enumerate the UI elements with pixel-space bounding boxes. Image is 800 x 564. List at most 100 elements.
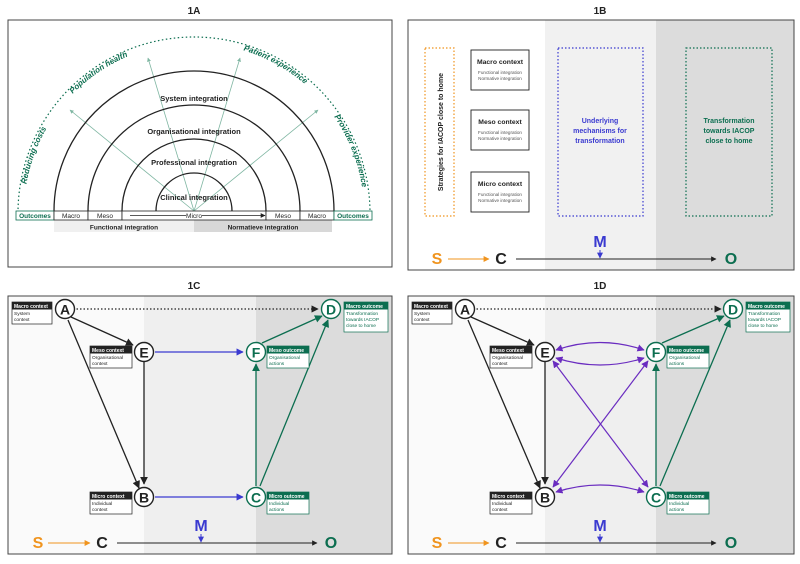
svg-text:C: C: [251, 490, 261, 506]
svg-text:Individual: Individual: [492, 501, 512, 507]
svg-text:Normative integration: Normative integration: [478, 76, 522, 81]
professional-integration-label: Professional integration: [151, 158, 237, 167]
outcomes-dotted-arc: [17, 36, 371, 214]
svg-text:context: context: [92, 361, 108, 367]
diagonal-arrows: [69, 57, 319, 212]
panel-1d-title: 1D: [594, 281, 607, 292]
base-cell-macro-right: Macro: [308, 213, 326, 220]
svg-text:O: O: [325, 535, 337, 552]
macro-outcome-tag-1c: Macro outcome Transformation towards IAC…: [343, 301, 389, 333]
svg-text:Normative integration: Normative integration: [478, 136, 522, 141]
svg-text:actions: actions: [669, 507, 685, 513]
svg-text:F: F: [652, 345, 661, 361]
svg-text:B: B: [540, 490, 550, 506]
svg-text:Organisational: Organisational: [92, 355, 123, 361]
svg-text:Macro context: Macro context: [414, 304, 448, 310]
panel-1a: 1A Functional integration Normatieve int…: [7, 6, 393, 268]
svg-text:Organisational: Organisational: [269, 355, 300, 361]
macro-context-tag-1c: Macro context System context: [11, 301, 53, 325]
node-b-1d: B: [534, 486, 556, 508]
clinical-integration-label: Clinical integration: [160, 193, 228, 202]
meso-context-box: Meso context Functional integration Norm…: [470, 109, 530, 151]
svg-text:F: F: [252, 345, 261, 361]
svg-text:actions: actions: [669, 361, 685, 367]
svg-text:context: context: [492, 361, 508, 367]
strategies-box: [424, 47, 455, 217]
svg-text:Macro context: Macro context: [14, 304, 48, 310]
svg-text:C: C: [96, 535, 108, 552]
svg-text:O: O: [725, 535, 737, 552]
svg-text:C: C: [495, 535, 507, 552]
panel-1b-frame: [407, 19, 795, 271]
svg-text:Meso context: Meso context: [92, 348, 124, 354]
node-f-1c: F: [245, 341, 267, 363]
meso-outcome-tag-1c: Meso outcome Organisational actions: [266, 345, 310, 369]
svg-text:towards IACOP: towards IACOP: [748, 317, 781, 323]
svg-text:close to home: close to home: [748, 323, 778, 329]
meso-context-tag-1d: Meso context Organisational context: [489, 345, 533, 369]
micro-outcome-tag-1c: Micro outcome Individual actions: [266, 491, 310, 515]
meso-context-tag-1c: Meso context Organisational context: [89, 345, 133, 369]
node-b-1c: B: [133, 486, 155, 508]
svg-text:Macro outcome: Macro outcome: [748, 304, 785, 310]
svg-text:Macro outcome: Macro outcome: [346, 304, 383, 310]
svg-text:close to home: close to home: [346, 323, 376, 329]
panel-1c-title: 1C: [188, 281, 201, 292]
node-a-1c: A: [54, 298, 76, 320]
bottom-band-right: [194, 220, 332, 232]
svg-text:S: S: [432, 251, 443, 268]
micro-context-tag-1d: Micro context Individual context: [489, 491, 533, 515]
micro-outcome-tag-1d: Micro outcome Individual actions: [666, 491, 710, 515]
node-f-1d: F: [645, 341, 667, 363]
svg-text:M: M: [194, 518, 207, 535]
svg-text:C: C: [495, 251, 507, 268]
svg-text:Underlying: Underlying: [582, 118, 619, 125]
panel-1c: 1C A E B F C D Macro context System cont…: [7, 281, 393, 555]
svg-text:Meso outcome: Meso outcome: [269, 348, 304, 354]
bottom-band-left: [54, 220, 194, 232]
svg-text:D: D: [326, 302, 336, 318]
base-cell-outcomes-left: Outcomes: [19, 213, 51, 220]
svg-text:System: System: [414, 311, 430, 317]
base-cell-meso-right: Meso: [275, 213, 291, 220]
svg-text:towards IACOP: towards IACOP: [346, 317, 379, 323]
svg-text:Individual: Individual: [92, 501, 112, 507]
svg-text:System: System: [14, 311, 30, 317]
svg-text:D: D: [728, 302, 738, 318]
svg-text:Transformation: Transformation: [748, 311, 780, 317]
svg-text:A: A: [60, 302, 70, 318]
node-d-1c: D: [320, 298, 342, 320]
node-a-1d: A: [454, 298, 476, 320]
svg-text:actions: actions: [269, 507, 285, 513]
svg-text:M: M: [593, 518, 606, 535]
svg-text:towards IACOP: towards IACOP: [704, 128, 755, 135]
svg-text:Functional integration: Functional integration: [478, 130, 522, 135]
organisational-integration-label: Organisational integration: [147, 127, 241, 136]
micro-context-box: Micro context Functional integration Nor…: [470, 171, 530, 213]
base-cell-macro-left: Macro: [62, 213, 80, 220]
base-cell-meso-left: Meso: [97, 213, 113, 220]
svg-text:transformation: transformation: [575, 138, 624, 145]
svg-text:Individual: Individual: [669, 501, 689, 507]
svg-text:actions: actions: [269, 361, 285, 367]
panel-1a-title: 1A: [188, 6, 201, 17]
svg-text:E: E: [540, 345, 549, 361]
macro-context-box: Macro context Functional integration Nor…: [470, 49, 530, 91]
strategies-label: Strategies for IACOP close to home: [438, 73, 445, 191]
svg-text:M: M: [593, 234, 606, 251]
svg-text:context: context: [414, 317, 430, 323]
svg-text:Micro context: Micro context: [492, 494, 525, 500]
node-d-1d: D: [722, 298, 744, 320]
panel-1b: 1B Strategies for IACOP close to home Ma…: [407, 6, 795, 271]
panel-1b-title: 1B: [594, 6, 607, 17]
svg-text:Meso context: Meso context: [478, 119, 522, 126]
svg-text:context: context: [492, 507, 508, 513]
smo-row-1b: S C M O: [432, 234, 738, 268]
svg-text:Micro context: Micro context: [92, 494, 125, 500]
svg-text:Normative integration: Normative integration: [478, 198, 522, 203]
svg-text:Micro context: Micro context: [478, 181, 523, 188]
node-e-1d: E: [534, 341, 556, 363]
base-row: Outcomes Macro Meso Micro Meso Macro Out…: [15, 210, 373, 221]
